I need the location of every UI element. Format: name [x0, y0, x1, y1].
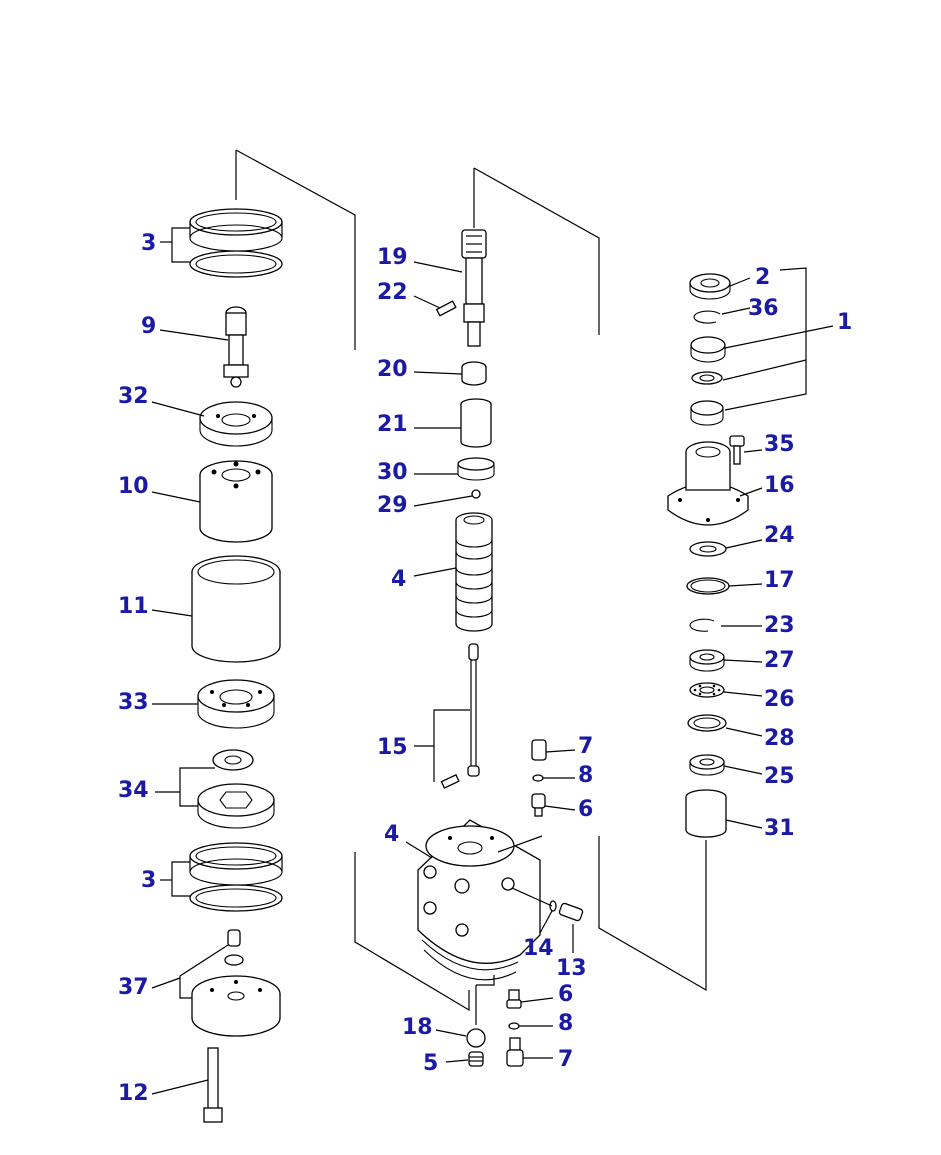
part-24-washer — [689, 541, 727, 557]
assembly-guide-lines — [235, 149, 707, 1025]
label-3-bottom: 3 — [141, 868, 156, 893]
part-12-long-bolt — [203, 1047, 223, 1123]
part-6-plug-top — [531, 793, 546, 817]
label-4-body: 4 — [384, 822, 399, 847]
part-18-ball — [466, 1028, 486, 1048]
label-16: 16 — [764, 473, 795, 498]
part-36-snap-ring — [693, 310, 721, 324]
part-37-end-cap-set — [191, 929, 281, 1037]
part-20-coupling — [461, 361, 487, 386]
part-25-thrust-washer — [689, 754, 725, 776]
label-1: 1 — [837, 310, 852, 335]
label-18: 18 — [402, 1015, 433, 1040]
part-1-bushing — [690, 400, 724, 426]
label-24: 24 — [764, 523, 795, 548]
label-34: 34 — [118, 778, 149, 803]
part-23-snap-ring — [689, 618, 715, 632]
part-13-fitting — [558, 902, 584, 922]
part-3-seal-rings-bottom — [189, 842, 283, 912]
part-17-ring — [686, 577, 730, 595]
label-20: 20 — [377, 357, 408, 382]
label-17: 17 — [764, 568, 795, 593]
part-6-plug-bottom — [506, 989, 522, 1009]
label-10: 10 — [118, 474, 149, 499]
label-32: 32 — [118, 384, 149, 409]
part-14-oring-side — [549, 900, 557, 912]
label-14: 14 — [523, 936, 554, 961]
part-19-splined-shaft — [461, 229, 487, 347]
part-21-spacer — [460, 398, 492, 448]
part-8-oring-top — [532, 774, 544, 782]
part-34-gear-set — [197, 749, 275, 829]
part-15-rod-and-pin — [433, 643, 480, 789]
part-32-end-plate — [199, 401, 273, 447]
part-28-washer — [687, 714, 727, 732]
part-1-washer — [691, 371, 723, 385]
label-15: 15 — [377, 735, 408, 760]
part-1-bushing-seal — [690, 336, 726, 363]
label-19: 19 — [377, 245, 408, 270]
part-2-seal — [689, 273, 731, 300]
label-28: 28 — [764, 726, 795, 751]
label-30: 30 — [377, 460, 408, 485]
label-9: 9 — [141, 314, 156, 339]
part-29-ball — [471, 489, 481, 499]
label-35: 35 — [764, 432, 795, 457]
part-7-plug-top — [531, 739, 547, 761]
part-27-thrust-washer — [689, 649, 725, 672]
part-7-plug-bottom — [506, 1037, 524, 1067]
part-11-sleeve — [191, 555, 281, 663]
part-10-rotor-housing — [199, 460, 273, 543]
label-3-top: 3 — [141, 231, 156, 256]
label-5: 5 — [423, 1051, 438, 1076]
label-36: 36 — [748, 296, 779, 321]
label-11: 11 — [118, 594, 149, 619]
label-4-spool: 4 — [391, 567, 406, 592]
part-8-oring-bottom — [508, 1022, 520, 1030]
label-12: 12 — [118, 1081, 149, 1106]
label-6-top: 6 — [578, 797, 593, 822]
label-29: 29 — [377, 493, 408, 518]
part-33-plate — [197, 679, 275, 729]
label-8-bottom: 8 — [558, 1011, 573, 1036]
label-13: 13 — [556, 956, 587, 981]
label-6-bottom: 6 — [558, 982, 573, 1007]
part-labels: 3 9 32 10 11 33 34 3 37 12 19 22 20 21 3… — [118, 231, 852, 1106]
label-26: 26 — [764, 687, 795, 712]
part-26-bearing — [689, 682, 725, 698]
part-22-pin — [435, 300, 457, 317]
label-2: 2 — [755, 265, 770, 290]
label-37: 37 — [118, 975, 149, 1000]
label-31: 31 — [764, 816, 795, 841]
label-8-top: 8 — [578, 763, 593, 788]
label-22: 22 — [377, 280, 408, 305]
part-30-ring — [457, 457, 495, 481]
part-4-valve-body — [417, 819, 541, 981]
part-4-spool — [455, 512, 493, 632]
label-27: 27 — [764, 648, 795, 673]
label-25: 25 — [764, 764, 795, 789]
leader-lines — [151, 227, 834, 1095]
label-33: 33 — [118, 690, 149, 715]
part-9-drive-gear-shaft — [223, 306, 249, 388]
part-31-bushing — [685, 789, 727, 838]
label-7-bottom: 7 — [558, 1047, 573, 1072]
label-23: 23 — [764, 613, 795, 638]
part-3-seal-rings-top — [189, 208, 283, 278]
label-21: 21 — [377, 412, 408, 437]
part-35-bolt — [729, 435, 745, 465]
label-7-top: 7 — [578, 734, 593, 759]
part-16-cover — [667, 441, 749, 526]
part-5-spring — [468, 1051, 484, 1067]
